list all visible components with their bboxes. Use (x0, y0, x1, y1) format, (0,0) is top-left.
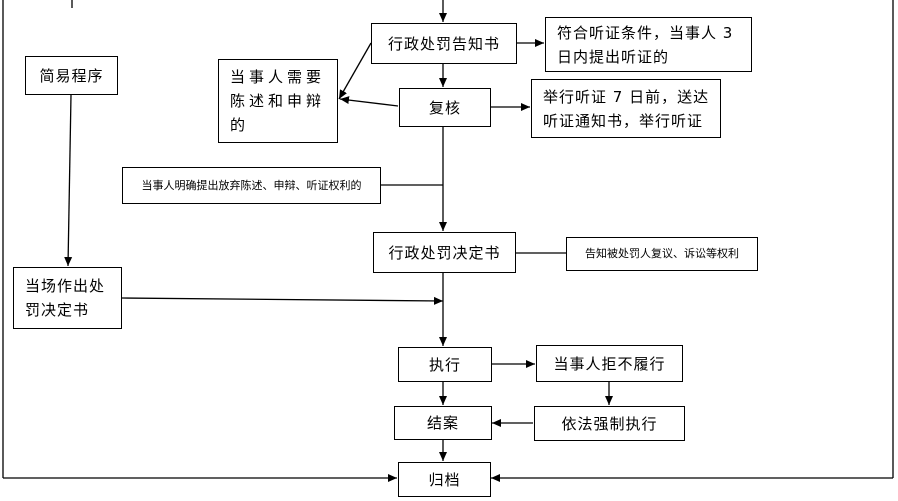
connector-simple-to-onsite (64, 94, 73, 267)
connector-review-to-statement (339, 96, 399, 107)
on-site-decision-box: 当场作出处罚决定书 (13, 267, 122, 329)
archive-box: 归档 (398, 462, 491, 497)
decision-box: 行政处罚决定书 (373, 232, 516, 273)
inform-rights-label: 告知被处罚人复议、诉讼等权利 (585, 247, 739, 260)
review-box: 复核 (399, 88, 491, 127)
statement-defense-box: 当事人需要陈述和申辩的 (218, 59, 338, 143)
enforce-box: 依法强制执行 (534, 406, 685, 441)
on-site-decision-label: 当场作出处罚决定书 (25, 277, 106, 319)
inform-rights-box: 告知被处罚人复议、诉讼等权利 (566, 237, 758, 271)
connector-notice-to-statement (338, 42, 372, 100)
review-label: 复核 (428, 98, 461, 117)
notice-box: 行政处罚告知书 (371, 23, 517, 64)
refuse-box: 当事人拒不履行 (536, 345, 683, 382)
simple-procedure-label: 简易程序 (39, 66, 104, 85)
hearing-condition-box: 符合听证条件，当事人 3 日内提出听证的 (545, 17, 752, 72)
hearing-notice-label: 举行听证 7 日前，送达听证通知书，举行听证 (543, 87, 710, 130)
close-case-box: 结案 (394, 406, 492, 440)
notice-label: 行政处罚告知书 (387, 34, 500, 53)
archive-label: 归档 (428, 470, 461, 489)
waive-rights-label: 当事人明确提出放弃陈述、申辩、听证权利的 (141, 178, 362, 192)
hearing-notice-box: 举行听证 7 日前，送达听证通知书，举行听证 (531, 79, 721, 138)
connector-onsite-to-main (121, 296, 444, 305)
close-case-label: 结案 (426, 414, 459, 432)
refuse-label: 当事人拒不履行 (553, 354, 666, 373)
enforce-label: 依法强制执行 (561, 414, 658, 433)
execute-label: 执行 (428, 355, 461, 374)
simple-procedure-box: 简易程序 (25, 56, 118, 95)
execute-box: 执行 (398, 347, 492, 382)
decision-label: 行政处罚决定书 (388, 243, 501, 262)
waive-rights-box: 当事人明确提出放弃陈述、申辩、听证权利的 (122, 167, 381, 204)
statement-defense-label: 当事人需要陈述和申辩的 (230, 68, 326, 134)
hearing-condition-label: 符合听证条件，当事人 3 日内提出听证的 (557, 23, 734, 66)
